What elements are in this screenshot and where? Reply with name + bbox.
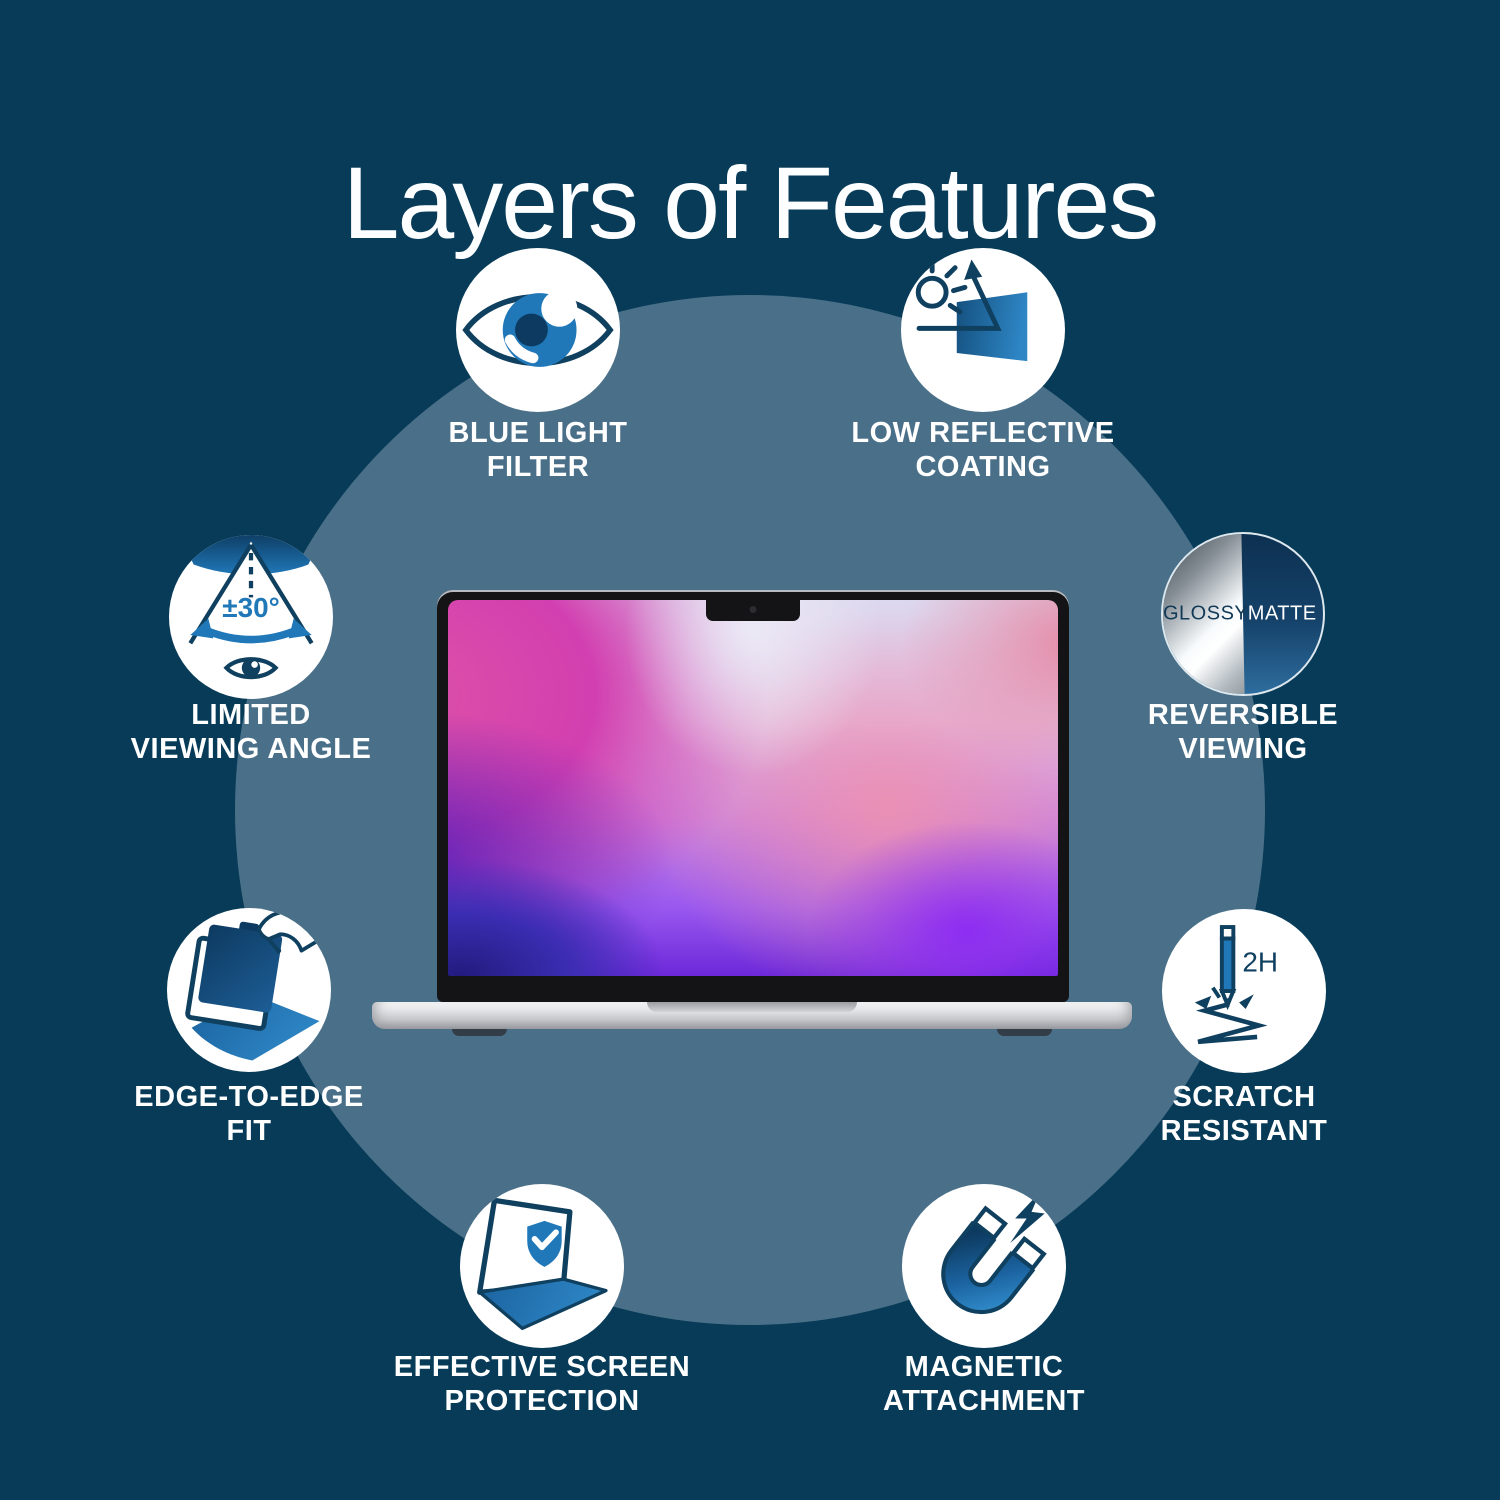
label-line: COATING: [915, 451, 1051, 483]
laptop-lid: [437, 590, 1069, 1002]
shield-laptop-icon: [460, 1184, 624, 1348]
label-line: FIT: [226, 1115, 272, 1147]
label-line: REVERSIBLE: [1147, 699, 1339, 731]
feature-label-blue-light-filter: BLUE LIGHT FILTER: [358, 416, 718, 484]
matte-text: MATTE: [1247, 602, 1317, 625]
laptop-screen-wallpaper: [448, 600, 1058, 976]
viewing-angle-cone-icon: ±30°: [169, 535, 333, 699]
page-title: Layers of Features: [342, 146, 1159, 261]
label-line: PROTECTION: [444, 1385, 640, 1417]
lid-lift-notch: [647, 1002, 857, 1012]
label-line: FILTER: [486, 451, 590, 483]
laptop-foot-left: [452, 1029, 507, 1036]
label-line: MAGNETIC: [904, 1351, 1064, 1383]
feature-label-magnetic-attachment: MAGNETIC ATTACHMENT: [804, 1350, 1164, 1418]
hardness-text: 2H: [1242, 946, 1278, 977]
feature-label-limited-viewing-angle: LIMITED VIEWING ANGLE: [71, 698, 431, 766]
pencil-hardness-icon: 2H: [1162, 909, 1326, 1073]
laptop-foot-right: [997, 1029, 1052, 1036]
label-line: BLUE LIGHT: [448, 417, 628, 449]
glossy-text: GLOSSY: [1163, 602, 1249, 625]
feature-label-scratch-resistant: SCRATCH RESISTANT: [1064, 1080, 1424, 1148]
feature-label-edge-to-edge-fit: EDGE-TO-EDGE FIT: [69, 1080, 429, 1148]
label-line: EFFECTIVE SCREEN: [393, 1351, 691, 1383]
laptop-base: [372, 1002, 1132, 1029]
filter-placement-icon: [167, 908, 331, 1072]
feature-label-reversible-viewing: REVERSIBLE VIEWING: [1063, 698, 1423, 766]
label-line: EDGE-TO-EDGE: [134, 1081, 364, 1113]
label-line: LIMITED: [191, 699, 311, 731]
glossy-half: [1163, 534, 1245, 694]
eye-icon: [456, 248, 620, 412]
anti-glare-screen-icon: [901, 248, 1065, 412]
label-line: RESISTANT: [1160, 1115, 1328, 1147]
camera-dot: [749, 606, 757, 613]
feature-label-low-reflective-coating: LOW REFLECTIVE COATING: [803, 416, 1163, 484]
label-line: VIEWING: [1178, 733, 1308, 765]
label-line: LOW REFLECTIVE: [851, 417, 1115, 449]
label-line: ATTACHMENT: [882, 1385, 1086, 1417]
feature-label-effective-screen-protection: EFFECTIVE SCREEN PROTECTION: [362, 1350, 722, 1418]
angle-text: ±30°: [222, 592, 279, 623]
label-line: VIEWING ANGLE: [130, 733, 372, 765]
glossy-matte-disc-icon: GLOSSY MATTE: [1161, 532, 1325, 696]
magnet-icon: [902, 1184, 1066, 1348]
label-line: SCRATCH: [1172, 1081, 1316, 1113]
camera-notch: [706, 600, 800, 621]
